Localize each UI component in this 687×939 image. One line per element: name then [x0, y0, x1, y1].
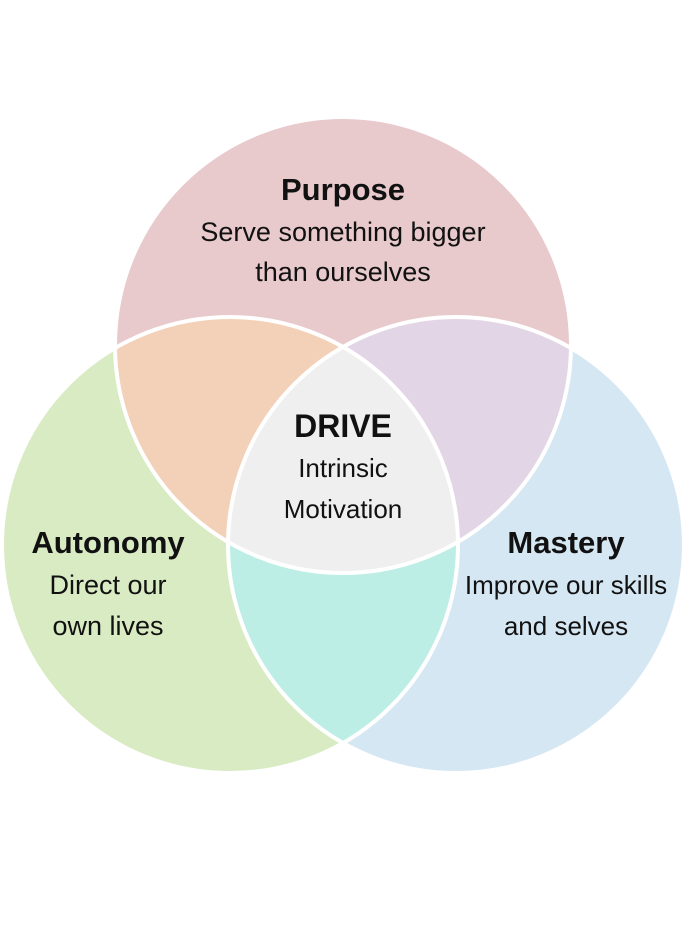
circle-outlines — [0, 115, 686, 775]
mastery-desc-line1: Improve our skills — [465, 570, 667, 600]
autonomy-desc-line1: Direct our — [49, 570, 166, 600]
purpose-desc-line2: than ourselves — [255, 257, 431, 287]
purpose-title: Purpose — [281, 172, 405, 207]
purpose-desc-line1: Serve something bigger — [200, 217, 485, 247]
drive-title: DRIVE — [294, 408, 392, 444]
drive-line2: Motivation — [284, 494, 403, 524]
autonomy-title: Autonomy — [31, 525, 185, 560]
drive-line1: Intrinsic — [298, 453, 388, 483]
mastery-title: Mastery — [507, 525, 625, 560]
autonomy-desc-line2: own lives — [52, 611, 163, 641]
mastery-desc-line2: and selves — [504, 611, 628, 641]
